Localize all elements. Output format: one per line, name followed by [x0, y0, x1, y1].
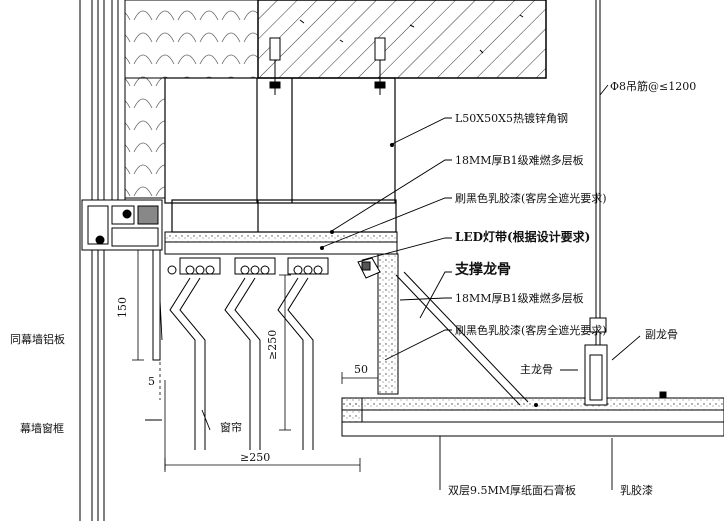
dim-250-vertical: ≥250 — [266, 329, 279, 360]
dim-150: 150 — [116, 297, 129, 318]
main-keel — [584, 344, 608, 406]
label-latex: 乳胶漆 — [620, 484, 653, 497]
gypsum-ceiling — [341, 397, 724, 437]
label-sub-keel: 副龙骨 — [645, 328, 678, 341]
wall-insulation — [124, 0, 259, 199]
ceiling-box-frame — [164, 77, 397, 233]
dimension-lines — [132, 249, 379, 472]
window-frame — [81, 199, 163, 251]
label-gypsum: 双层9.5MM厚纸面石膏板 — [448, 484, 577, 497]
dim-250-horizontal: ≥250 — [240, 451, 271, 464]
label-curtain-wall-panel: 同幕墙铝板 — [10, 333, 65, 346]
label-main-keel: 主龙骨 — [520, 363, 553, 376]
label-paint-mid: 刷黑色乳胶漆(客房全遮光要求) — [455, 324, 607, 337]
leader-lines — [145, 84, 641, 490]
dim-50: 50 — [354, 363, 368, 376]
label-board-top: 18MM厚B1级难燃多层板 — [455, 154, 584, 167]
label-curtain: 窗帘 — [220, 421, 242, 434]
label-board-mid: 18MM厚B1级难燃多层板 — [455, 292, 584, 305]
label-curtain-wall-frame: 幕墙窗框 — [20, 422, 64, 435]
curtain-wall-mullions — [79, 0, 126, 521]
dim-5: 5 — [148, 375, 155, 388]
curtain-tracks — [167, 257, 329, 275]
plywood-boards — [164, 231, 399, 395]
label-hanger: Φ8吊筋@≤1200 — [610, 80, 697, 93]
label-support-keel: 支撑龙骨 — [455, 262, 511, 278]
support-keel — [395, 271, 529, 406]
curtain-fabric — [169, 277, 314, 450]
sub-keel — [659, 391, 667, 399]
label-l50-angle: L50X50X5热镀锌角钢 — [455, 112, 568, 125]
hanger-rod — [589, 0, 607, 345]
arrow-ticks — [320, 143, 538, 407]
label-paint-top: 刷黑色乳胶漆(客房全遮光要求) — [455, 192, 607, 205]
anchor-bolts — [269, 37, 386, 95]
led-strip — [357, 257, 381, 279]
aluminium-panel — [152, 249, 161, 361]
concrete-slab — [257, 0, 547, 79]
label-led-strip: LED灯带(根据设计要求) — [455, 230, 591, 244]
